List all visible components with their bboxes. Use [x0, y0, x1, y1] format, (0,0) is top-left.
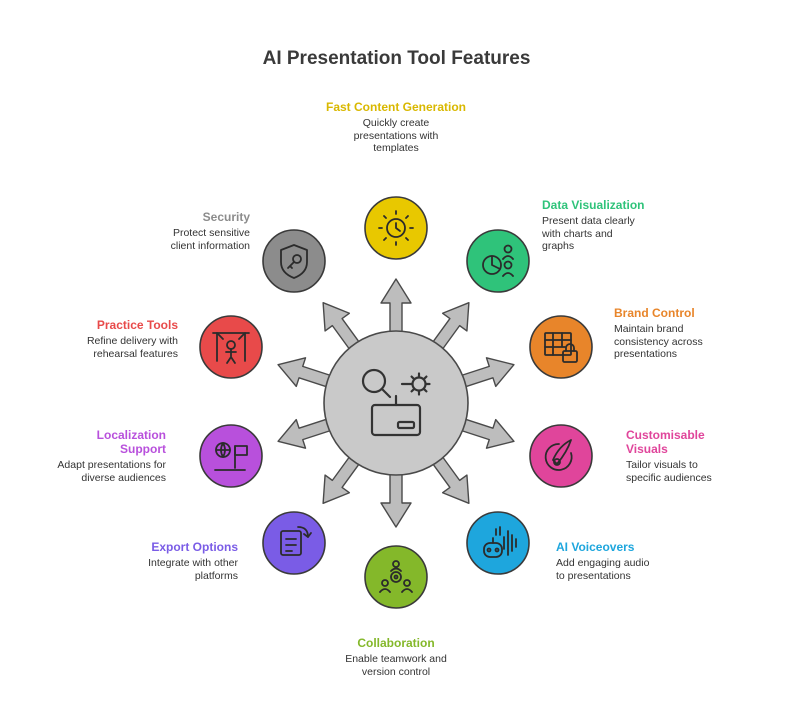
team-gear-icon [379, 560, 413, 593]
feature-description: Add engaging audio to presentations [556, 557, 650, 582]
feature-node-export [262, 511, 326, 575]
feature-node-data-viz [466, 229, 530, 293]
clock-icon [378, 210, 414, 246]
feature-label-fast-content: Fast Content Generation Quickly create p… [326, 100, 466, 155]
diagram-title: AI Presentation Tool Features [262, 48, 531, 69]
feature-nodes [199, 196, 593, 609]
feature-node-visuals [529, 424, 593, 488]
feature-node-brand [529, 315, 593, 379]
stage-presenter-icon [212, 332, 250, 364]
feature-title: Localization Support [96, 428, 166, 456]
feature-node-practice [199, 315, 263, 379]
shield-key-icon [280, 244, 308, 279]
robot-audio-icon [483, 526, 517, 558]
feature-description: Refine delivery with rehearsal features [86, 335, 178, 360]
globe-flag-icon [214, 442, 248, 471]
feature-label-data-visualization: Data Visualization Present data clearly … [542, 198, 662, 253]
feature-label-ai-voiceovers: AI Voiceovers Add engaging audio to pres… [556, 540, 666, 582]
document-export-icon [280, 526, 312, 556]
node-circle [364, 545, 428, 609]
search-gear-box-icon [361, 368, 431, 437]
feature-description: Tailor visuals to specific audiences [626, 459, 712, 484]
node-circle [262, 511, 326, 575]
feature-title: Export Options [151, 540, 238, 554]
feature-title: Customisable Visuals [626, 428, 705, 456]
feature-node-localization [199, 424, 263, 488]
node-circle [466, 229, 530, 293]
feature-label-practice-tools: Practice Tools Refine delivery with rehe… [68, 318, 178, 360]
paint-icon [544, 439, 573, 471]
feature-description: Maintain brand consistency across presen… [614, 323, 703, 360]
node-circle [529, 424, 593, 488]
feature-description: Integrate with other platforms [148, 557, 238, 582]
pie-chart-users-icon [482, 244, 514, 277]
feature-label-localization-support: Localization Support Adapt presentations… [56, 428, 166, 484]
feature-node-fast-content [364, 196, 428, 260]
feature-title: Fast Content Generation [326, 100, 467, 114]
feature-label-collaboration: Collaboration Enable teamwork and versio… [326, 636, 466, 678]
node-circle [199, 315, 263, 379]
feature-label-security: Security Protect sensitive client inform… [140, 210, 250, 252]
feature-title: AI Voiceovers [556, 540, 635, 554]
feature-node-collaboration [364, 545, 428, 609]
feature-description: Adapt presentations for diverse audience… [57, 459, 166, 484]
feature-title: Brand Control [614, 306, 695, 320]
feature-title: Data Visualization [542, 198, 645, 212]
feature-title: Practice Tools [96, 318, 178, 332]
table-lock-icon [544, 332, 578, 363]
hub [323, 330, 469, 476]
feature-node-security [262, 229, 326, 293]
feature-label-customisable-visuals: Customisable Visuals Tailor visuals to s… [626, 428, 736, 484]
feature-description: Quickly create presentations with templa… [353, 117, 439, 154]
feature-description: Enable teamwork and version control [345, 653, 447, 678]
node-circle [199, 424, 263, 488]
feature-label-export-options: Export Options Integrate with other plat… [128, 540, 238, 582]
feature-description: Protect sensitive client information [170, 227, 250, 252]
feature-label-brand-control: Brand Control Maintain brand consistency… [614, 306, 724, 361]
feature-node-voiceovers [466, 511, 530, 575]
feature-description: Present data clearly with charts and gra… [542, 215, 635, 252]
feature-title: Security [202, 210, 250, 224]
feature-title: Collaboration [357, 636, 435, 650]
